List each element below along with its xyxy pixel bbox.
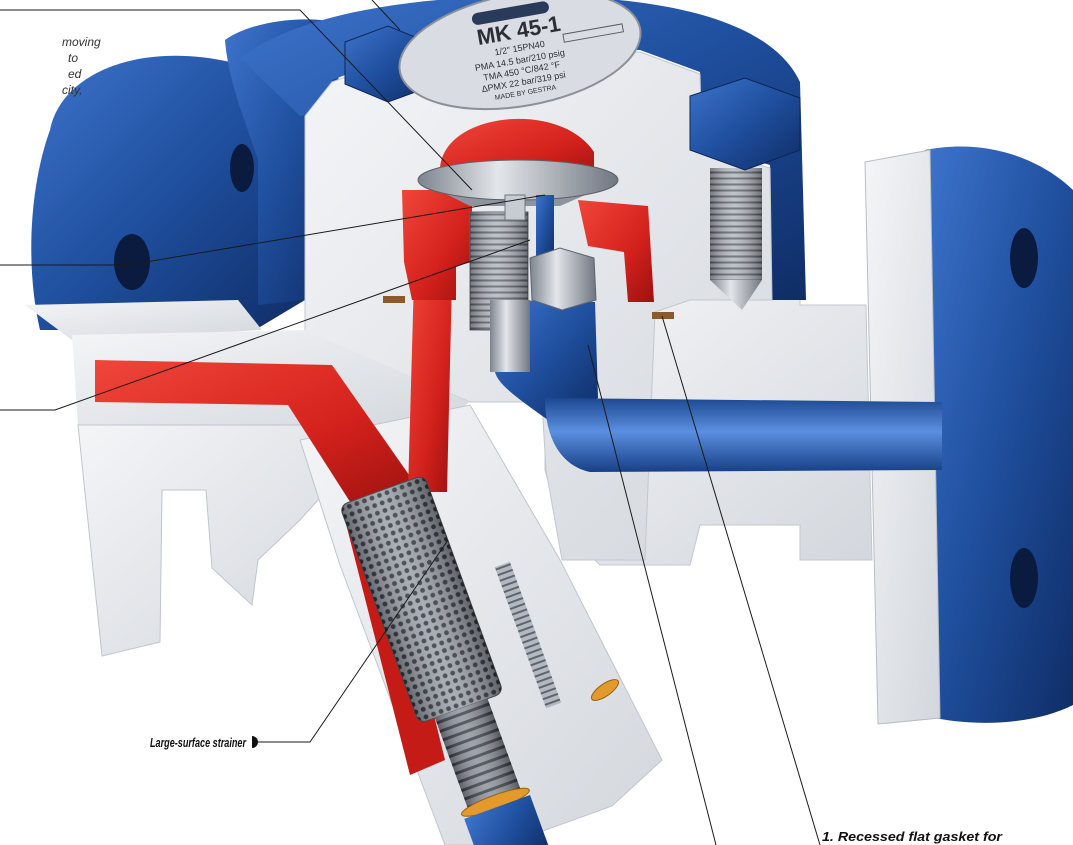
gasket-label: 1. Recessed flat gasket for xyxy=(822,829,1003,844)
strainer-spring-shade xyxy=(434,698,521,809)
nameplate-strip xyxy=(562,23,624,43)
right-flange-rim xyxy=(925,146,1073,723)
nameplate-disc xyxy=(398,0,642,111)
left-flange-cut-face xyxy=(25,300,262,340)
right-flange-bolt-hole-lower xyxy=(1010,548,1038,608)
right-flange-bolt-hole-upper xyxy=(1010,228,1038,288)
leader-lines xyxy=(0,0,821,845)
strainer-label-marker xyxy=(252,736,258,748)
leader-line-valve xyxy=(0,239,531,411)
valve-needle xyxy=(536,195,554,265)
nameplate: MK 45-1 1/2" 15PN40 PMA 14.5 bar/210 psi… xyxy=(398,0,642,111)
left-flange xyxy=(31,55,306,330)
top-left-fragment-1: moving xyxy=(62,35,101,49)
leader-line-capsule xyxy=(0,194,546,266)
inlet-chamber-right xyxy=(578,200,654,302)
strainer-label: Large-surface strainer xyxy=(150,735,247,750)
housing-gasket xyxy=(590,679,620,701)
top-left-fragment-2: to xyxy=(68,51,78,65)
gasket-right xyxy=(652,312,674,319)
membrane-capsule xyxy=(417,159,619,201)
left-flange-bolt-hole-upper xyxy=(230,144,254,192)
regulator-stub xyxy=(490,300,530,372)
outlet-channel xyxy=(545,398,942,472)
leader-line-nameplate xyxy=(371,0,401,31)
housing-thread xyxy=(494,561,562,709)
leader-line-gasket xyxy=(661,315,821,845)
top-left-fragment-3: ed xyxy=(68,67,82,81)
top-left-fragment-4: city, xyxy=(62,83,82,97)
inlet-riser xyxy=(408,278,452,492)
left-flange-bolt-hole-lower xyxy=(114,234,150,290)
leader-line-strainer xyxy=(258,539,449,743)
strainer-assembly xyxy=(341,476,551,845)
inlet-flange-cut xyxy=(77,424,346,657)
cover-bolt-right-shade xyxy=(710,168,762,280)
strainer-plug xyxy=(464,794,551,845)
inlet-chamber-left xyxy=(402,190,472,300)
seat-nut xyxy=(529,247,597,311)
leader-line-capsule-top xyxy=(0,9,473,191)
leader-line-seat xyxy=(587,344,717,845)
cover-bolt-right-tip xyxy=(710,280,762,310)
nameplate-logo xyxy=(471,1,549,25)
gasket-left xyxy=(383,296,405,303)
cover-cap xyxy=(240,0,806,300)
inlet-channel xyxy=(95,360,414,508)
strainer-screen-shade xyxy=(341,477,502,722)
cover-bolt-right-head xyxy=(689,77,801,171)
